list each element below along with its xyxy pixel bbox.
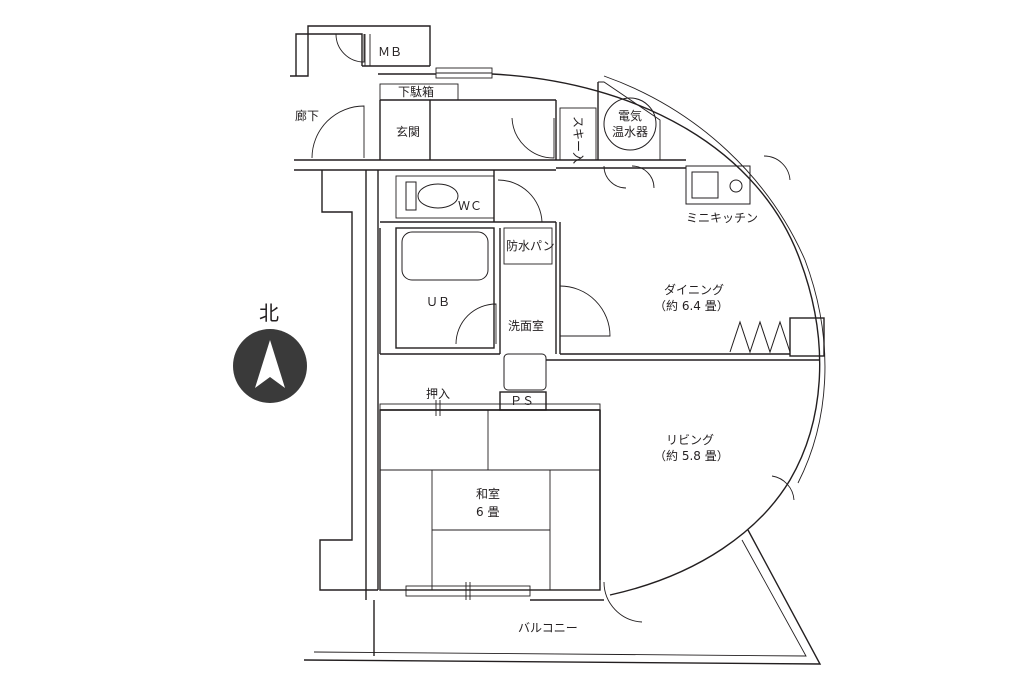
label-mini-kitchen: ミニキッチン xyxy=(686,211,758,225)
label-entrance: 玄関 xyxy=(396,124,420,139)
label-living: リビング xyxy=(666,433,714,447)
north-compass: 北 xyxy=(233,301,307,403)
water-heater-icon xyxy=(603,97,657,151)
door-swings xyxy=(311,33,795,623)
label-shoe-box: 下駄箱 xyxy=(398,84,434,99)
label-ski-storage: スキー入 xyxy=(571,116,585,164)
label-water-heater-2: 温水器 xyxy=(612,125,648,139)
label-ub: ＵＢ xyxy=(426,295,450,309)
label-living-size: （約 5.8 畳） xyxy=(654,448,729,463)
walls xyxy=(290,25,826,665)
label-ps: ＰＳ xyxy=(510,394,534,408)
room-labels: ＭＢ 廊下 下駄箱 玄関 スキー入 電気 温水器 ＷＣ ミニキッチン 防水パン … xyxy=(295,45,758,635)
label-japanese-room: 和室 xyxy=(476,486,500,501)
label-balcony: バルコニー xyxy=(518,621,578,635)
label-dining: ダイニング xyxy=(664,282,724,297)
label-japanese-room-size: 6 畳 xyxy=(476,505,499,519)
label-water-heater-1: 電気 xyxy=(618,108,642,123)
compass-label: 北 xyxy=(259,301,279,325)
label-washroom: 洗面室 xyxy=(508,318,544,333)
label-closet: 押入 xyxy=(426,387,450,401)
label-waterproof-pan: 防水パン xyxy=(506,238,555,253)
north-arrow-icon xyxy=(255,340,285,388)
label-mb: ＭＢ xyxy=(378,45,402,59)
label-wc: ＷＣ xyxy=(458,199,482,213)
label-dining-size: （約 6.4 畳） xyxy=(654,298,729,313)
label-corridor: 廊下 xyxy=(295,108,319,123)
